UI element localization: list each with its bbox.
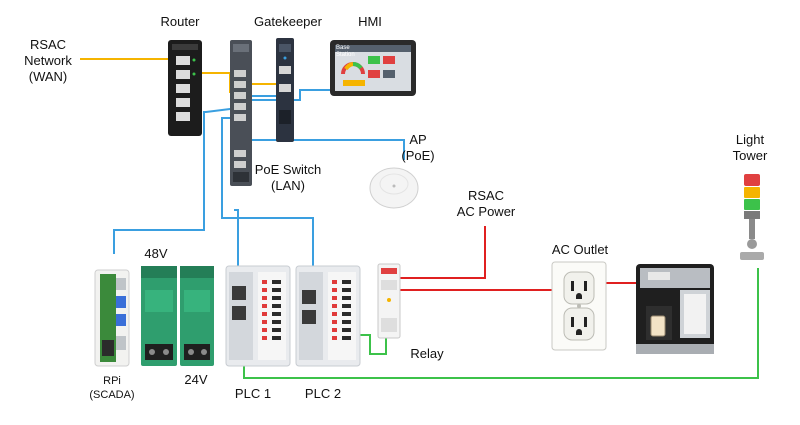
rsac-power-label: RSAC AC Power [456, 188, 516, 219]
plc2-label: PLC 2 [304, 386, 342, 401]
power-cables [398, 226, 640, 291]
rpi-device [94, 269, 130, 367]
plc1-label: PLC 1 [234, 386, 272, 401]
signal-cables [243, 268, 759, 379]
router-label: Router [160, 14, 200, 29]
psu-48v-device [141, 266, 177, 366]
lan-cables [113, 88, 405, 290]
poe-switch-device [230, 40, 252, 186]
router-device [168, 40, 202, 136]
ap-label: AP (PoE) [401, 132, 435, 163]
plc2-device [295, 265, 361, 367]
relay-device [377, 263, 401, 339]
ac-outlet-device [551, 261, 607, 351]
ac-outlet-label: AC Outlet [551, 242, 609, 257]
light-tower-device [740, 174, 764, 260]
rsac-network-label: RSAC Network (WAN) [24, 37, 72, 84]
hmi-device [330, 40, 416, 96]
psu-24v-device [180, 266, 214, 366]
light-tower-label: Light Tower [732, 132, 768, 163]
plc1-device [225, 265, 291, 367]
hmi-label: HMI [358, 14, 382, 29]
rpi-label: RPi (SCADA) [89, 375, 135, 401]
poe-switch-label: PoE Switch (LAN) [254, 162, 322, 193]
gatekeeper-device [276, 38, 294, 142]
hmi-screen-title: Base Station [336, 45, 355, 58]
psu-24v-label: 24V [184, 372, 208, 387]
coffee-machine-device [636, 264, 714, 354]
psu-48v-label: 48V [144, 246, 168, 261]
relay-label: Relay [410, 346, 444, 361]
access-point-device [369, 167, 419, 209]
gatekeeper-label: Gatekeeper [254, 14, 322, 29]
